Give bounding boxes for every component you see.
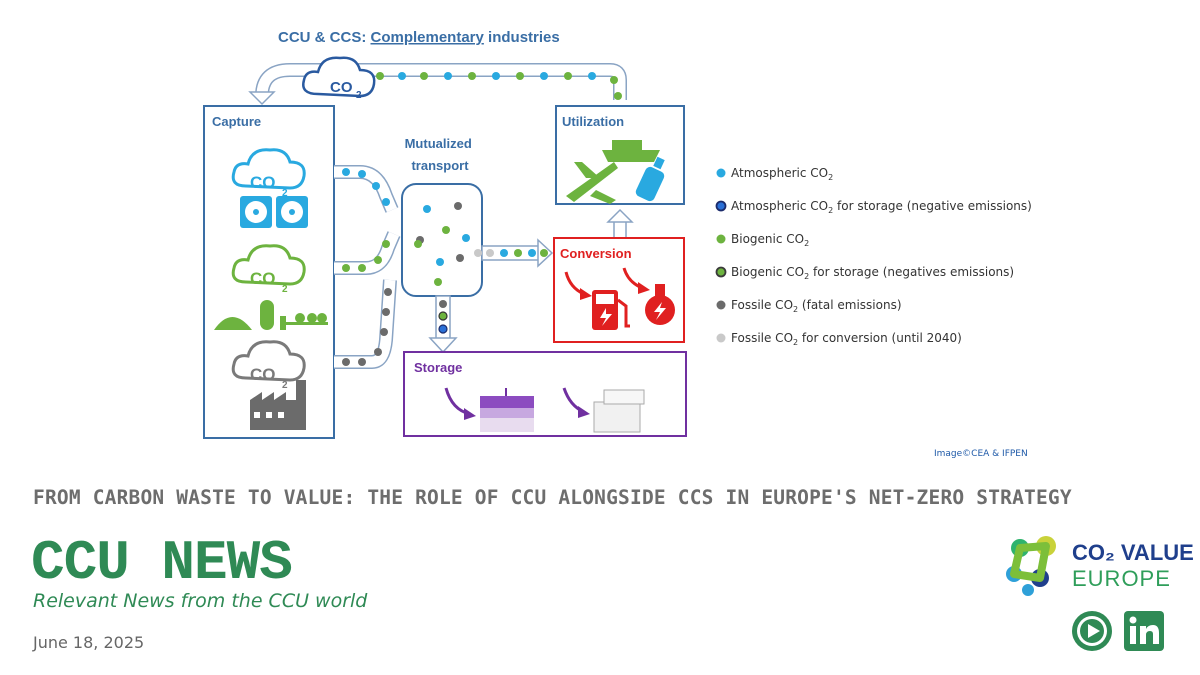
- fuel-pump-icon: [592, 290, 630, 330]
- conversion-to-utilization-arrow: [606, 208, 634, 239]
- legend-item: Fossile CO2 (fatal emissions): [716, 298, 902, 314]
- diagram-title: CCU & CCS: Complementary industries: [278, 29, 560, 46]
- factory-icon: [250, 380, 306, 430]
- bottle-icon: [635, 156, 665, 202]
- linkedin-button[interactable]: [1124, 611, 1164, 651]
- fan-icon: [240, 196, 308, 228]
- legend-item: Biogenic CO2: [716, 232, 809, 248]
- capture-to-transport-pipes: [334, 165, 401, 369]
- transport-to-conversion-pipe: [474, 238, 554, 268]
- svg-text:2: 2: [282, 188, 288, 199]
- capture-label: Capture: [212, 114, 261, 129]
- article-headline[interactable]: FROM CARBON WASTE TO VALUE: THE ROLE OF …: [33, 486, 1072, 509]
- legend-item: Atmospheric CO2 for storage (negative em…: [715, 199, 1032, 215]
- legend-swatch: [716, 333, 726, 343]
- play-icon: [1077, 616, 1107, 646]
- transport-hub: [401, 183, 483, 297]
- geological-storage-icon: [480, 388, 534, 432]
- conversion-box: Conversion: [553, 237, 685, 343]
- legend-label: Fossile CO2 (fatal emissions): [731, 298, 902, 314]
- legend-item: Biogenic CO2 for storage (negatives emis…: [715, 265, 1014, 281]
- svg-text:CO: CO: [250, 269, 276, 288]
- legend-swatch: [716, 234, 726, 244]
- svg-text:CO: CO: [250, 173, 276, 192]
- legend-label: Biogenic CO2: [731, 232, 809, 248]
- svg-text:2: 2: [356, 90, 362, 101]
- legend-item: Atmospheric CO2: [716, 166, 833, 182]
- brand-title: CCU NEWS: [31, 531, 293, 595]
- transport-label: Mutualized transport: [405, 136, 476, 173]
- legend-label: Atmospheric CO2 for storage (negative em…: [731, 199, 1032, 215]
- mineral-blocks-icon: [593, 389, 645, 433]
- fossil-cloud-icon: CO 2: [231, 340, 306, 391]
- transport-to-storage-pipe: [428, 295, 458, 354]
- logo-line1: CO₂ VALUE: [1072, 540, 1194, 565]
- co2-value-europe-logo-icon[interactable]: [1000, 534, 1170, 598]
- biogas-plant-icon: [214, 300, 328, 330]
- legend-swatch: [715, 266, 727, 278]
- capture-box: Capture CO 2 CO 2 CO: [203, 105, 335, 439]
- return-arrow-head: [248, 91, 276, 106]
- svg-text:CO: CO: [250, 365, 276, 384]
- legend-swatch: [716, 300, 726, 310]
- svg-text:Storage: Storage: [414, 360, 462, 375]
- top-pipe-dots: [376, 72, 622, 100]
- publish-date: June 18, 2025: [33, 633, 145, 652]
- svg-text:Utilization: Utilization: [562, 114, 624, 129]
- play-button[interactable]: [1072, 611, 1112, 651]
- flask-icon: [645, 284, 675, 325]
- ship-icon: [602, 140, 660, 162]
- svg-text:2: 2: [282, 284, 288, 295]
- svg-text:CO: CO: [330, 79, 353, 96]
- brand-tagline: Relevant News from the CCU world: [33, 590, 368, 612]
- biogenic-cloud-icon: CO 2: [231, 244, 306, 295]
- legend-item: Fossile CO2 for conversion (until 2040): [716, 331, 962, 347]
- linkedin-icon: [1129, 616, 1159, 644]
- image-credit: Image©CEA & IFPEN: [934, 449, 1028, 459]
- airplane-icon: [566, 162, 618, 204]
- storage-box: Storage: [403, 351, 687, 437]
- legend-label: Atmospheric CO2: [731, 166, 833, 182]
- svg-text:Conversion: Conversion: [560, 246, 632, 261]
- logo-line2: EUROPE: [1072, 566, 1171, 591]
- co2-cloud-icon: CO 2: [302, 56, 376, 101]
- legend-label: Biogenic CO2 for storage (negatives emis…: [731, 265, 1014, 281]
- utilization-box: Utilization: [555, 105, 685, 205]
- legend-swatch: [715, 200, 727, 212]
- ccu-ccs-diagram: CCU & CCS: Complementary industries CO 2…: [203, 29, 1032, 439]
- atmospheric-cloud-icon: CO 2: [231, 148, 306, 199]
- legend-label: Fossile CO2 for conversion (until 2040): [731, 331, 962, 347]
- svg-text:2: 2: [282, 380, 288, 391]
- legend-swatch: [716, 168, 726, 178]
